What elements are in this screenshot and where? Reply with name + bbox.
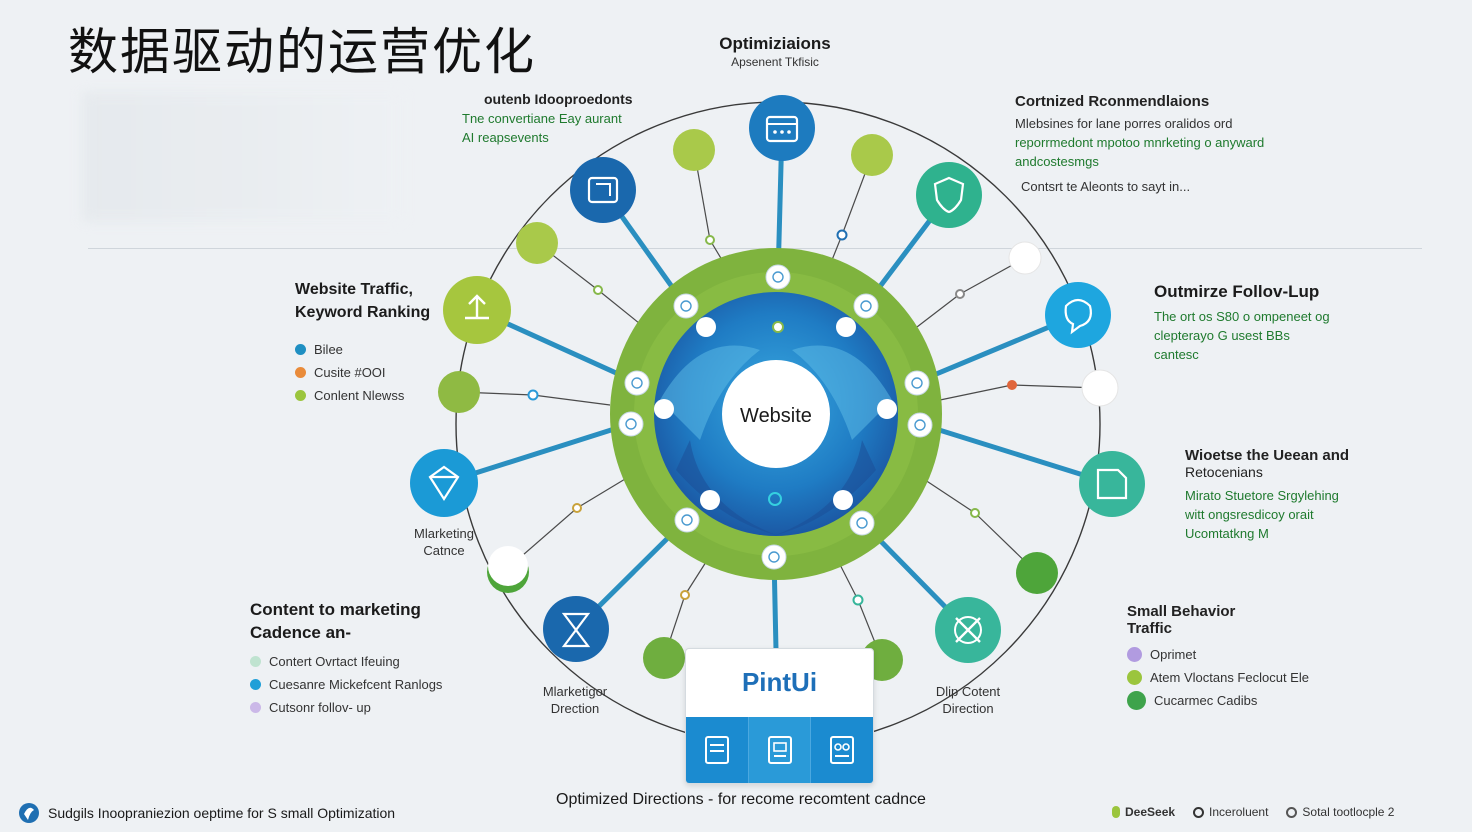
hub-center bbox=[722, 360, 830, 468]
pintui-brand: PintUi bbox=[741, 666, 818, 697]
of-heading: Outmirze Follov-Lup bbox=[1154, 282, 1320, 301]
legend-dot bbox=[295, 344, 306, 355]
top-subheading: Apsenent Tkfisic bbox=[731, 55, 819, 69]
legend-item: Contert Ovrtact Ifeuing bbox=[250, 650, 490, 673]
md-caption-1: Mlarketigor bbox=[542, 684, 608, 699]
tile-card bbox=[686, 717, 749, 783]
tr-heading: Cortnized Rconmendlaions bbox=[1015, 93, 1210, 110]
legend-item: Cucarmec Cadibs bbox=[1127, 689, 1367, 712]
footer-dot bbox=[1112, 806, 1120, 818]
legend-item: Conlent Nlewss bbox=[295, 384, 465, 407]
legend-dot bbox=[295, 390, 306, 401]
footer-brand: DeeSeek bbox=[1125, 805, 1176, 819]
hourglass-icon bbox=[561, 612, 591, 648]
footer-ring-icon bbox=[1286, 806, 1298, 818]
footer-left: Sudgils Inoopraniezion oeptime for S sma… bbox=[18, 802, 395, 824]
tile-grid bbox=[811, 717, 873, 783]
legend-item: Oprimet bbox=[1127, 643, 1367, 666]
sb-heading-2: Traffic bbox=[1127, 620, 1173, 637]
tr-line-2: reporrmedont mpotoo mnrketing o anyward bbox=[1015, 135, 1265, 150]
calendar-icon bbox=[765, 115, 799, 143]
legend-item: Cusite #OOI bbox=[295, 361, 465, 384]
tr-line-1: Mlebsines for lane porres oralidos ord bbox=[1015, 116, 1233, 131]
shield-icon-node bbox=[916, 162, 982, 228]
tools-icon bbox=[955, 617, 981, 643]
legend-dot bbox=[250, 656, 261, 667]
spoke-wv bbox=[917, 421, 1115, 487]
icon-nodes bbox=[410, 95, 1145, 663]
blurred-panel bbox=[82, 92, 402, 222]
upload-icon bbox=[465, 294, 489, 320]
mc-caption-1: Mlarketing bbox=[414, 526, 474, 541]
grid-icon bbox=[830, 736, 855, 764]
legend-dot bbox=[250, 702, 261, 713]
divider-line bbox=[88, 248, 1422, 249]
legend-dot bbox=[295, 367, 306, 378]
top-heading: Optimiziaions bbox=[719, 34, 831, 53]
chat-icon-node bbox=[1045, 282, 1111, 348]
wv-line-3: Ucomtatkng M bbox=[1185, 526, 1269, 541]
mc-caption-2: Catnce bbox=[423, 543, 465, 558]
wt-heading-2: Keyword Ranking bbox=[295, 304, 431, 321]
document-icon-node bbox=[1079, 451, 1145, 517]
legend-dot bbox=[1127, 647, 1142, 662]
pintui-panel: PintUi bbox=[685, 648, 874, 784]
doc-icon bbox=[767, 736, 792, 764]
box-icon bbox=[587, 176, 619, 204]
footer-center: Optimized Directions - for recome recomt… bbox=[556, 791, 926, 808]
hub-center-label: Website bbox=[740, 405, 812, 427]
diamond-icon-node bbox=[410, 449, 478, 517]
inner-dots bbox=[654, 317, 897, 510]
tl-line-1: Tne convertiane Eay aurant bbox=[462, 111, 622, 126]
ring-gear-nodes bbox=[618, 264, 933, 570]
legend-dot bbox=[1127, 670, 1142, 685]
footer-left-text: Sudgils Inoopraniezion oeptime for S sma… bbox=[48, 805, 396, 821]
footer-ring-icon bbox=[1193, 806, 1205, 818]
wt-heading-1: Website Traffic, bbox=[295, 281, 413, 298]
tr-line-3: andcostesmgs bbox=[1015, 154, 1099, 169]
dc-caption-2: Direction bbox=[942, 701, 994, 716]
of-line-2: clepterayo G usest BBs bbox=[1154, 328, 1290, 343]
legend-item: Bilee bbox=[295, 338, 465, 361]
chat-icon bbox=[1064, 298, 1092, 335]
footer-right: DeeSeek Inceroluent Sotal tootlocple 2 bbox=[1112, 805, 1394, 819]
dc-caption-1: Dlip Cotent bbox=[935, 684, 1001, 699]
legend-item: Cuesanre Mickefcent Ranlogs bbox=[250, 673, 490, 696]
card-icon bbox=[704, 736, 729, 764]
md-caption-2: Drection bbox=[550, 701, 600, 716]
of-line-1: The ort os S80 o ompeneet og bbox=[1154, 309, 1330, 324]
legend-item: Atem Vloctans Feclocut Ele bbox=[1127, 666, 1367, 689]
legend-dot bbox=[1127, 691, 1146, 710]
connector-nodes bbox=[527, 229, 1017, 606]
tile-doc bbox=[748, 717, 812, 783]
tr-extra: Contsrt te Aleonts to sayt in... bbox=[1021, 179, 1191, 194]
page-title: 数据驱动的运营优化 bbox=[68, 23, 536, 81]
ct-heading-1: Content to marketing bbox=[250, 600, 421, 619]
ct-heading-2: Cadence an- bbox=[250, 623, 352, 642]
tl-heading: outenb Idooproedonts bbox=[484, 91, 633, 107]
calendar-icon-node bbox=[749, 95, 815, 161]
diamond-icon bbox=[428, 465, 460, 502]
shield-icon bbox=[933, 176, 965, 214]
box-icon-node bbox=[570, 157, 636, 223]
sb-heading-1: Small Behavior bbox=[1127, 603, 1236, 620]
wv-line-2: witt ongsresdicoy orait bbox=[1185, 507, 1314, 522]
of-line-3: cantesc bbox=[1154, 347, 1199, 362]
footer-item: Inceroluent bbox=[1209, 805, 1269, 819]
document-icon bbox=[1096, 468, 1128, 500]
wv-line-1: Mirato Stuetore Srgylehing bbox=[1185, 488, 1339, 503]
footer-item: Sotal tootlocple 2 bbox=[1302, 805, 1395, 819]
tl-line-2: AI reapsevents bbox=[462, 130, 549, 145]
legend-dot bbox=[250, 679, 261, 690]
wv-heading-1: Wioetse the Ueean and bbox=[1185, 447, 1350, 464]
wv-heading-2: Retocenians bbox=[1185, 464, 1263, 480]
legend-item: Cutsonr follov- up bbox=[250, 696, 490, 719]
logo-icon bbox=[19, 803, 39, 823]
